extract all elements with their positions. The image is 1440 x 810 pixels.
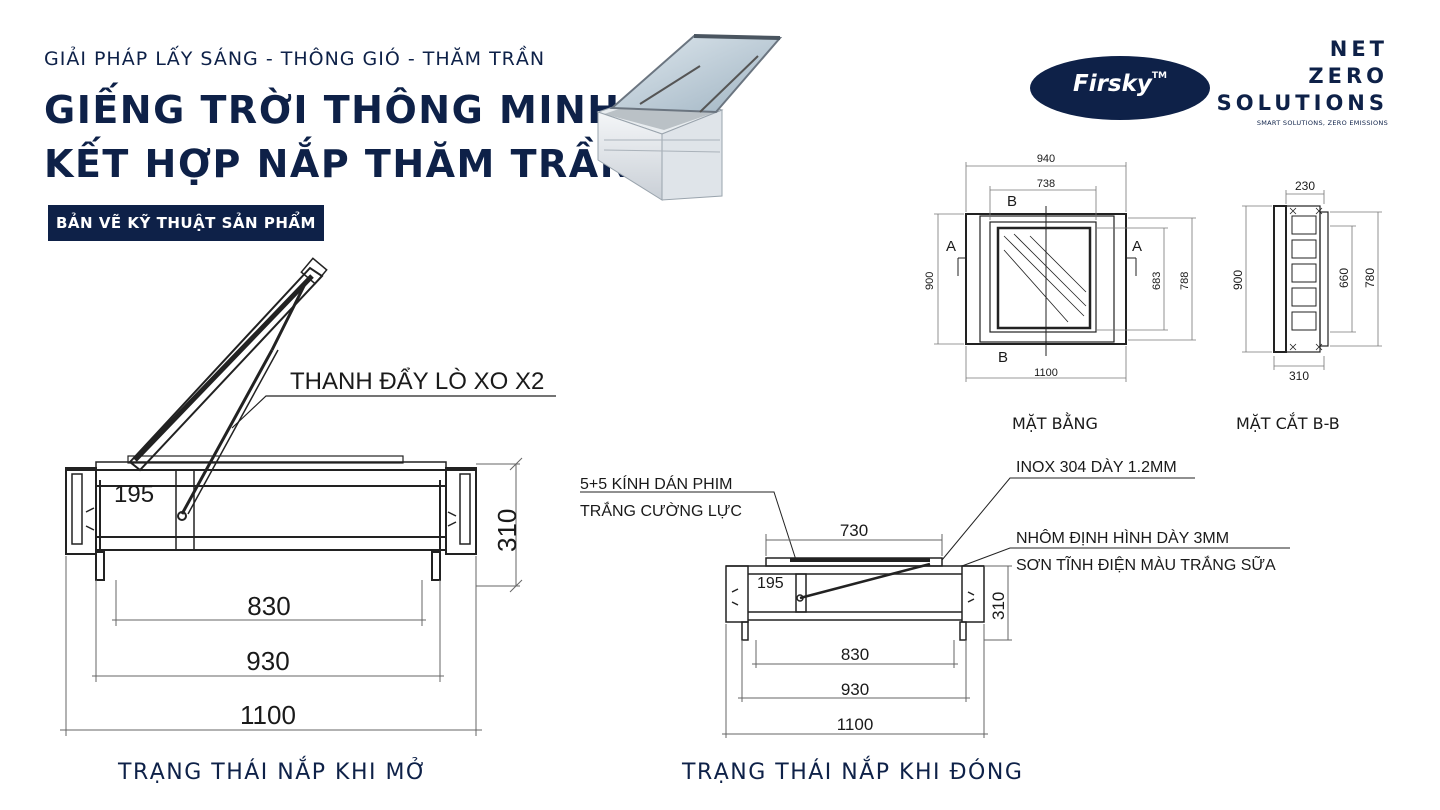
plan-dim-788: 788 [1179, 272, 1191, 290]
product-render-image [596, 34, 783, 201]
closed-alu-label-2: SƠN TĨNH ĐIỆN MÀU TRẮNG SỮA [1016, 554, 1276, 574]
net-zero-logo: NET ZERO SOLUTIONS SMART SOLUTIONS, ZERO… [1217, 36, 1388, 127]
open-dim-310: 310 [492, 509, 522, 552]
section-dim-900: 900 [1231, 270, 1245, 290]
closed-dim-310: 310 [989, 592, 1008, 620]
section-dim-780: 780 [1363, 268, 1377, 288]
open-dim-930: 930 [246, 646, 289, 676]
caption-closed-state: TRẠNG THÁI NẮP KHI ĐÓNG [682, 760, 1024, 785]
plan-dim-1100: 1100 [1034, 367, 1058, 379]
plan-mark-a-left: A [946, 238, 956, 255]
open-spring-label: THANH ĐẨY LÒ XO X2 [290, 367, 544, 395]
nz-line3: SOLUTIONS [1216, 91, 1388, 115]
open-dim-830: 830 [247, 591, 290, 621]
plan-dim-900: 900 [924, 272, 936, 290]
closed-alu-label-1: NHÔM ĐỊNH HÌNH DÀY 3MM [1016, 528, 1229, 547]
open-dim-1100: 1100 [240, 700, 296, 730]
closed-dim-lines [722, 534, 1012, 738]
caption-section-view: MẶT CẮT B-B [1236, 414, 1340, 433]
nz-tagline: SMART SOLUTIONS, ZERO EMISSIONS [1256, 119, 1388, 127]
section-view-drawing [1273, 205, 1329, 353]
open-dim-195: 195 [114, 481, 154, 508]
nz-line1: NET [1329, 37, 1388, 61]
closed-dim-730: 730 [840, 521, 868, 540]
plan-dim-738: 738 [1037, 178, 1055, 190]
section-dim-310: 310 [1289, 369, 1309, 383]
open-dim-lines [60, 457, 523, 736]
caption-open-state: TRẠNG THÁI NẮP KHI MỞ [118, 760, 428, 785]
subtitle: GIẢI PHÁP LẤY SÁNG - THÔNG GIÓ - THĂM TR… [44, 48, 546, 70]
closed-dim-930: 930 [841, 680, 869, 699]
page-title-line1: GIẾNG TRỜI THÔNG MINH [44, 88, 621, 132]
firsky-logo-text: FirskyTM [1072, 71, 1168, 97]
closed-glass-label-1: 5+5 KÍNH DÁN PHIM [580, 474, 732, 493]
section-dim-660: 660 [1337, 268, 1351, 288]
plan-mark-b-top: B [1007, 193, 1017, 210]
closed-state-drawing [580, 477, 1290, 641]
plan-mark-b-bottom: B [998, 349, 1008, 366]
closed-glass-label-2: TRẮNG CƯỜNG LỰC [580, 501, 742, 520]
closed-dim-830: 830 [841, 645, 869, 664]
plan-dim-940: 940 [1037, 153, 1055, 165]
closed-dim-195: 195 [757, 575, 784, 592]
plan-mark-a-right: A [1132, 238, 1142, 255]
page-title-line2: KẾT HỢP NẮP THĂM TRẦN [44, 142, 633, 186]
section-badge: BẢN VẼ KỸ THUẬT SẢN PHẨM [48, 205, 324, 241]
plan-dim-lines [934, 162, 1196, 382]
closed-inox-label: INOX 304 DÀY 1.2MM [1016, 457, 1177, 476]
section-dim-230: 230 [1295, 179, 1315, 193]
closed-dim-1100: 1100 [837, 715, 874, 734]
section-dim-lines [1242, 190, 1382, 370]
firsky-logo: FirskyTM [1030, 56, 1210, 120]
nz-line2: ZERO [1308, 64, 1388, 88]
plan-view-drawing [957, 206, 1137, 356]
caption-plan-view: MẶT BẰNG [1012, 414, 1098, 433]
open-state-drawing [65, 257, 556, 581]
plan-dim-683: 683 [1151, 272, 1163, 290]
